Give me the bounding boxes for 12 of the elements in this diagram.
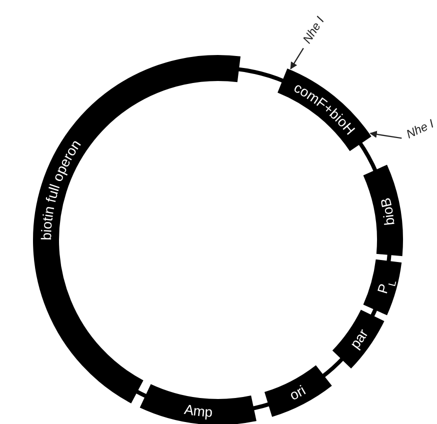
leader-arrow	[290, 48, 304, 70]
segment-label: Amp	[183, 400, 214, 420]
gene-segment	[363, 258, 402, 315]
gene-segment	[264, 364, 332, 417]
gene-segment	[362, 166, 403, 256]
segment-label: ori	[287, 382, 308, 404]
leader-arrow	[370, 130, 402, 139]
segment-label: par	[346, 326, 372, 352]
gene-segment	[33, 55, 240, 403]
site-label: Nhe I	[404, 116, 436, 142]
gene-segment	[332, 309, 384, 368]
gene-segment	[140, 384, 256, 424]
